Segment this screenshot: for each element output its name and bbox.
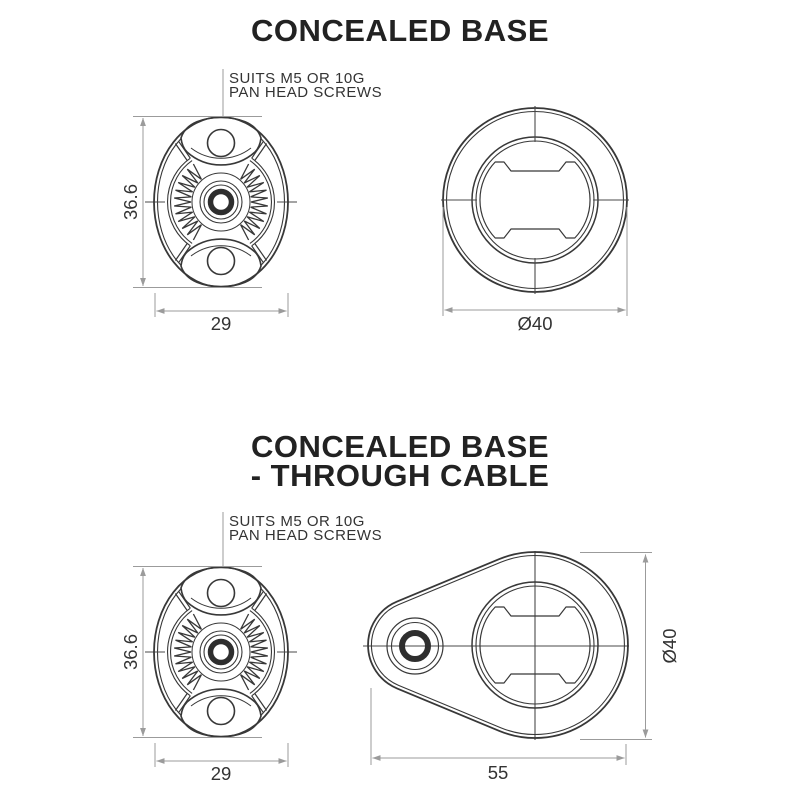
screw-note-top: SUITS M5 OR 10G PAN HEAD SCREWS <box>220 69 382 136</box>
screw-note-top-line2: PAN HEAD SCREWS <box>229 84 382 101</box>
top-title: CONCEALED BASE <box>251 13 549 48</box>
dim-length-bottom-label: 55 <box>488 762 509 783</box>
dim-height-bottom: 36.6 <box>120 566 262 738</box>
screw-note-bottom-line2: PAN HEAD SCREWS <box>229 527 382 544</box>
cable-hole <box>386 617 444 675</box>
plan-view-top <box>441 106 629 294</box>
dim-width-top-label: 29 <box>211 313 232 334</box>
dim-diameter-bottom-label: Ø40 <box>659 629 680 664</box>
dim-height-top-label: 36.6 <box>120 184 141 220</box>
screw-note-bottom: SUITS M5 OR 10G PAN HEAD SCREWS <box>220 512 382 585</box>
front-view-bottom <box>145 567 297 737</box>
dim-diameter-bottom: Ø40 <box>580 552 680 740</box>
bottom-title-line1: CONCEALED BASE <box>251 429 549 464</box>
bottom-section: CONCEALED BASE - THROUGH CABLE SUITS M5 … <box>120 429 680 784</box>
bottom-title-line2: - THROUGH CABLE <box>251 458 550 493</box>
dim-height-top: 36.6 <box>120 116 262 288</box>
dim-width-bottom-label: 29 <box>211 763 232 784</box>
dim-width-bottom: 29 <box>154 743 289 784</box>
top-section: CONCEALED BASE SUITS M5 OR 10G PAN HEAD … <box>120 13 629 334</box>
dim-length-bottom: 55 <box>370 688 627 783</box>
dim-diameter-top: Ø40 <box>442 207 628 334</box>
dim-diameter-top-label: Ø40 <box>518 313 553 334</box>
front-view-top <box>145 117 297 287</box>
screw-note-top-line1: SUITS M5 OR 10G <box>229 70 365 87</box>
dim-height-bottom-label: 36.6 <box>120 634 141 670</box>
plan-view-bottom-teardrop <box>363 551 629 740</box>
screw-note-bottom-line1: SUITS M5 OR 10G <box>229 513 365 530</box>
dim-width-top: 29 <box>154 293 289 334</box>
